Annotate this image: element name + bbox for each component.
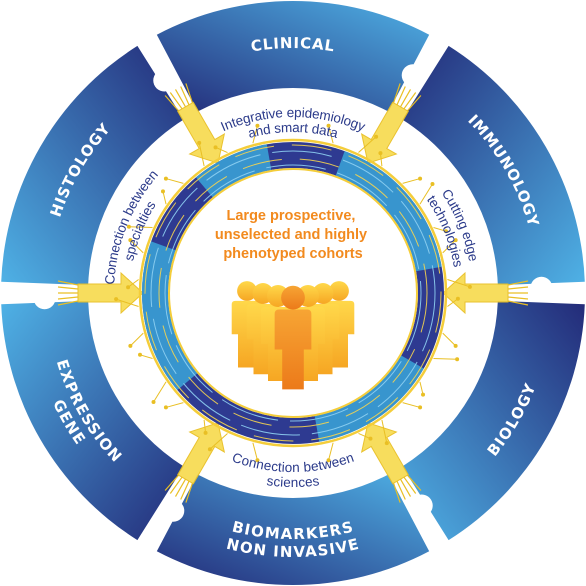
ring-highlight <box>142 241 198 391</box>
circuit-node <box>455 296 460 301</box>
inward-arrow-icon <box>164 83 226 164</box>
circuit-node <box>197 140 202 145</box>
circuit-node <box>163 405 168 410</box>
puzzle-notch <box>401 64 424 87</box>
circuit-node <box>418 176 423 181</box>
circuit-node <box>467 284 472 289</box>
puzzle-notch <box>162 499 185 522</box>
circuit-node <box>326 123 331 128</box>
circuit-node <box>255 123 260 128</box>
circuit-node <box>443 229 448 234</box>
center-title-line: unselected and highly <box>215 227 367 243</box>
circuit-node <box>455 357 460 362</box>
segment-0 <box>156 0 430 112</box>
center-title-line: Large prospective, <box>227 208 356 224</box>
puzzle-notch <box>410 494 433 517</box>
circuit-node <box>453 343 458 348</box>
circuit-node <box>160 189 165 194</box>
circuit-node <box>128 238 133 243</box>
circuit-node <box>114 297 119 302</box>
segment-label: CLINICAL <box>250 33 337 55</box>
center-title: Large prospective, unselected and highly… <box>215 208 371 262</box>
circuit-node <box>453 238 458 243</box>
puzzle-notch <box>153 69 176 92</box>
circuit-node <box>368 436 373 441</box>
inward-arrow-icon <box>360 422 422 503</box>
circuit-node <box>207 447 212 452</box>
circuit-line <box>150 150 436 436</box>
circuit-node <box>128 343 133 348</box>
circuit-line <box>144 144 442 442</box>
ring-highlight <box>314 355 424 442</box>
circuit-node <box>126 224 131 229</box>
ring-label: sciences <box>266 473 320 490</box>
circuit-line <box>164 164 422 422</box>
circuit-node <box>203 430 208 435</box>
circuit-node <box>430 182 435 187</box>
puzzle-notch <box>530 276 553 299</box>
circuit-node <box>374 134 379 139</box>
people-group-icon <box>231 281 355 390</box>
segment-5 <box>1 45 184 286</box>
ring-highlight <box>335 151 442 272</box>
ring-label: Connection between <box>230 449 355 474</box>
circuit-node <box>255 458 260 463</box>
circuit-line <box>158 158 428 428</box>
center-title-line: phenotyped cohorts <box>223 246 362 262</box>
inward-arrow-icon <box>360 83 422 164</box>
circuit-node <box>163 176 168 181</box>
circuit-node <box>213 145 218 150</box>
circuit-node <box>378 151 383 156</box>
circuit-node <box>326 458 331 463</box>
segment-1 <box>402 45 585 286</box>
circuit-node <box>421 392 426 397</box>
circuit-node <box>151 399 156 404</box>
ring-highlight <box>195 144 272 198</box>
circuit-node <box>138 352 143 357</box>
segment-2 <box>402 300 585 541</box>
ring-outer-edge <box>138 138 448 448</box>
segment-3 <box>156 474 430 586</box>
circuit-node <box>418 405 423 410</box>
circuit-node <box>126 285 131 290</box>
puzzle-notch <box>33 287 56 310</box>
arrows <box>57 83 529 503</box>
person-front-icon <box>274 285 312 390</box>
circuit-node <box>384 441 389 446</box>
inward-arrow-icon <box>164 422 226 503</box>
segment-4 <box>1 300 184 541</box>
